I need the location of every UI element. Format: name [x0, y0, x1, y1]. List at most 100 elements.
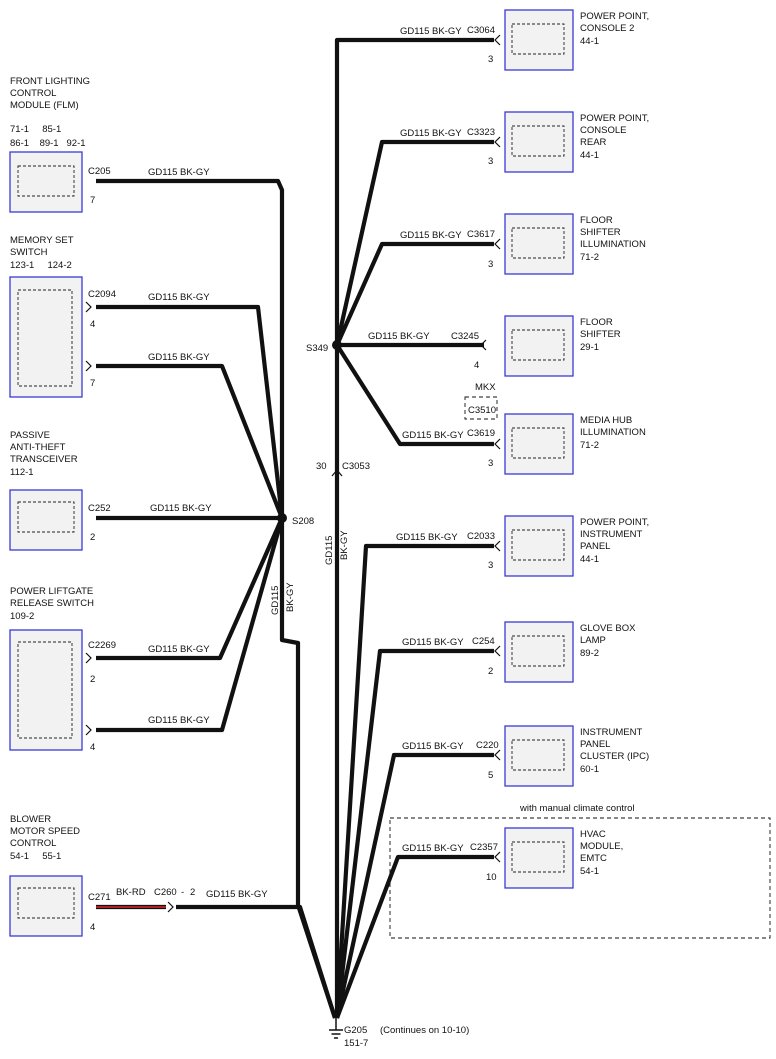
memory-wire1-circuit: GD115 [148, 292, 177, 303]
fs-circuit: GD115 [368, 331, 397, 342]
glove-box-pin: 2 [488, 666, 493, 677]
pp-ip-circuit: GD115 [396, 532, 425, 543]
fs-illum-line-3: ILLUMINATION [580, 239, 646, 250]
blower-pin: 4 [90, 922, 95, 933]
pp-console2-box [504, 9, 574, 71]
ipc-color: BK-GY [434, 741, 464, 752]
module-pp-console2: POWER POINT, CONSOLE 2 44-1 C3064 3 GD11… [400, 9, 649, 71]
splice-s208-label: S208 [292, 516, 314, 527]
ground-g205: G205 151-7 (Continues on 10-10) [329, 1018, 469, 1049]
splice-s349-dot [332, 340, 342, 350]
media-hub-connector: C3619 [467, 428, 495, 439]
hvac-connector: C2357 [470, 842, 498, 853]
memory-wire2-color: BK-GY [180, 352, 210, 363]
media-hub-line-2: ILLUMINATION [580, 427, 646, 438]
hvac-box [504, 827, 574, 889]
wire-glove-box [334, 648, 494, 1019]
fs-line-1: FLOOR [580, 317, 613, 328]
fs-illum-connector: C3617 [467, 229, 495, 240]
liftgate-pin-2: 2 [90, 674, 95, 685]
blower-line-3: CONTROL [10, 838, 56, 849]
blower-bkrd-label: BK-RD [116, 887, 146, 898]
fs-illum-color: BK-GY [432, 230, 462, 241]
hvac-line-2: MODULE, [580, 841, 623, 852]
wire-liftgate-pin4 [96, 517, 285, 733]
glove-box-connector: C254 [472, 636, 495, 647]
pp-console2-line-2: CONSOLE 2 [580, 23, 634, 34]
module-liftgate: POWER LIFTGATE RELEASE SWITCH 109-2 C226… [9, 586, 210, 753]
trunk-color-label: BK-GY [339, 530, 350, 560]
hvac-line-1: HVAC [580, 829, 606, 840]
flm-line-4: 71-1 85-1 [10, 124, 61, 135]
module-media-hub: MKX C3510 MEDIA HUB ILLUMINATION 71-2 C3… [402, 382, 646, 475]
arrow-c254 [494, 645, 501, 657]
liftgate-wire1-color: BK-GY [180, 644, 210, 655]
splice-s349-label: S349 [306, 343, 328, 354]
pp-ip-line-4: 44-1 [580, 554, 599, 565]
liftgate-wire2-circuit: GD115 [148, 715, 177, 726]
liftgate-line-3: 109-2 [10, 611, 34, 622]
media-hub-box [504, 413, 574, 475]
pp-ip-line-2: INSTRUMENT [580, 529, 642, 540]
wire-media-hub [335, 343, 494, 447]
flm-wire-color: BK-GY [180, 167, 210, 178]
ipc-inner [511, 739, 565, 771]
media-hub-option-box [464, 396, 498, 420]
media-hub-option-connector: C3510 [468, 405, 496, 416]
blower-line-1: BLOWER [10, 814, 51, 825]
blower-line-4: 54-1 55-1 [10, 851, 61, 862]
pp-console2-pin: 3 [488, 54, 493, 65]
module-pp-ip: POWER POINT, INSTRUMENT PANEL 44-1 C2033… [396, 515, 649, 577]
pats-line-4: 112-1 [10, 467, 34, 478]
pp-console2-circuit: GD115 [400, 26, 429, 37]
hvac-pin: 10 [486, 872, 497, 883]
ipc-line-4: 60-1 [580, 764, 599, 775]
module-ipc: INSTRUMENT PANEL CLUSTER (IPC) 60-1 C220… [402, 725, 649, 787]
hvac-color: BK-GY [434, 843, 464, 854]
module-memory-set: MEMORY SET SWITCH 123-1 124-2 C2094 4 7 … [9, 235, 210, 398]
pats-pin: 2 [90, 532, 95, 543]
fs-illum-line-2: SHIFTER [580, 227, 621, 238]
hvac-circuit: GD115 [402, 843, 431, 854]
arrow-c260 [167, 901, 174, 913]
fs-illum-box [504, 213, 574, 275]
blower-inner [17, 887, 75, 919]
module-flm: FRONT LIGHTING CONTROL MODULE (FLM) 71-1… [9, 76, 210, 213]
wire-ipc [334, 752, 494, 1019]
arrow-c3617 [494, 238, 501, 250]
module-glove-box: GLOVE BOX LAMP 89-2 C254 2 GD115 BK-GY [402, 621, 636, 683]
ground-note: (Continues on 10-10) [380, 1025, 469, 1036]
wire-memory-pin7 [96, 363, 284, 519]
arrow-c3619 [494, 438, 501, 450]
hvac-line-3: EMTC [580, 853, 607, 864]
c260-separator: - [181, 887, 184, 898]
hvac-option-label: with manual climate control [519, 803, 635, 814]
blower-line-2: MOTOR SPEED [10, 826, 80, 837]
fs-illum-pin: 3 [488, 259, 493, 270]
pp-ip-connector: C2033 [467, 531, 495, 542]
ipc-pin: 5 [488, 770, 493, 781]
memory-wire1-color: BK-GY [180, 292, 210, 303]
memory-line-3: 123-1 124-2 [10, 260, 72, 271]
module-blower: BLOWER MOTOR SPEED CONTROL 54-1 55-1 C27… [9, 814, 268, 937]
connector-arrows [71, 34, 501, 913]
liftgate-line-2: RELEASE SWITCH [10, 598, 94, 609]
flm-line-5: 86-1 89-1 92-1 [10, 138, 86, 149]
s208-circuit-label: GD115 [270, 586, 281, 615]
module-pats: PASSIVE ANTI-THEFT TRANSCEIVER 112-1 C25… [9, 430, 212, 551]
memory-pin-7: 7 [90, 378, 95, 389]
arrow-c2269-pin4 [85, 724, 92, 736]
flm-connector: C205 [88, 166, 111, 177]
ipc-line-2: PANEL [580, 739, 610, 750]
arrow-c2269-pin2 [85, 652, 92, 664]
c260-connector: C260 [154, 887, 177, 898]
glove-box-box [504, 621, 574, 683]
trunk-pin: 30 [316, 461, 327, 472]
pp-console2-connector: C3064 [467, 25, 495, 36]
arrow-c2094-pin7 [85, 360, 92, 372]
arrow-c2094-pin4 [85, 301, 92, 313]
glove-box-color: BK-GY [434, 637, 464, 648]
hvac-inner [511, 841, 565, 873]
module-floor-shifter-illum: FLOOR SHIFTER ILLUMINATION 71-2 C3617 3 … [400, 213, 646, 275]
